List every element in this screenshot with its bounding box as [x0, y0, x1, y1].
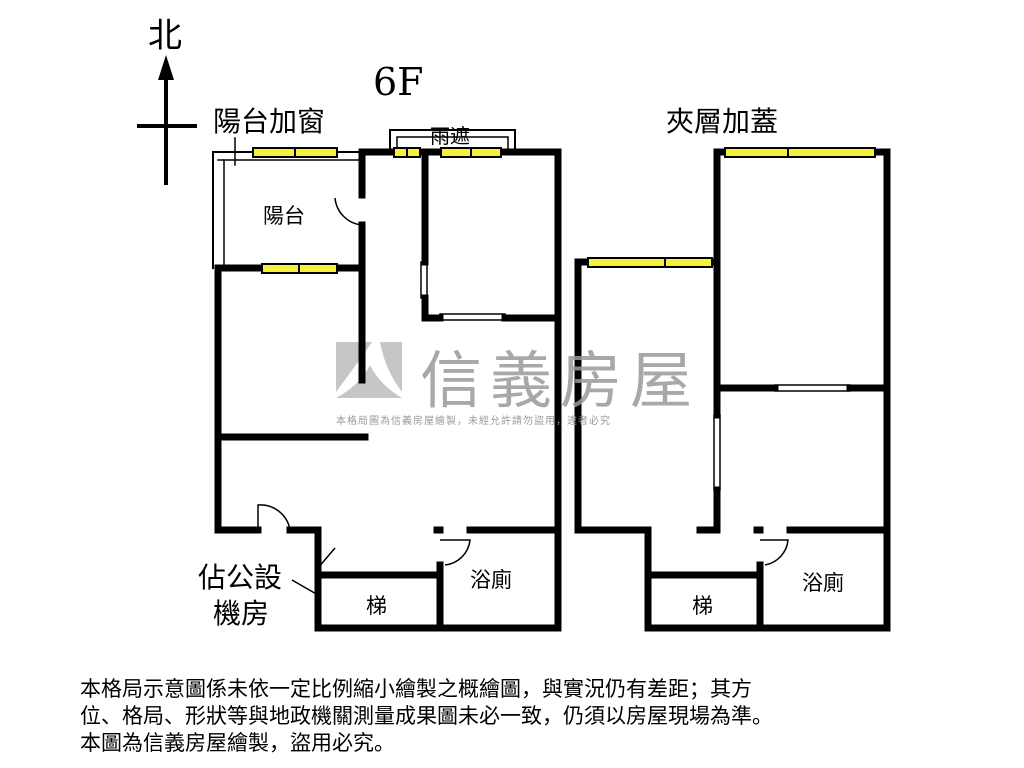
watermark-brand: 信義房屋 [420, 344, 701, 417]
disclaimer: 本格局示意圖係未依一定比例縮小繪製之概繪圖，與實況仍有差距；其方 位、格局、形狀… [80, 676, 773, 757]
windows [252, 147, 876, 274]
public-area-label: 佔公設 [198, 561, 283, 594]
floor-label-mezzanine: 夾層加蓋 [666, 105, 779, 138]
floor-label-6f: 6F [373, 60, 424, 104]
north-label: 北 [148, 16, 182, 56]
balcony-label: 陽台 [263, 204, 305, 228]
stairs-label-6f: 梯 [366, 594, 387, 618]
plan-mezzanine-doors [713, 384, 851, 566]
stairs-label-mezzanine: 梯 [692, 594, 713, 618]
bathroom-label-6f: 浴廁 [470, 568, 512, 592]
bathroom-label-mezzanine: 浴廁 [802, 571, 844, 595]
machine-room-label: 機房 [213, 597, 270, 630]
awning-label: 雨遮 [430, 124, 470, 148]
watermark-logo [336, 342, 402, 398]
plan-mezzanine-walls [574, 148, 891, 632]
compass-icon [137, 55, 197, 185]
balcony-window-label: 陽台加窗 [213, 105, 326, 138]
plan-6f-walls [212, 129, 562, 632]
watermark-notice: 本格局圖為信義房屋繪製，未經允許請勿盜用，違者必究 [336, 416, 611, 427]
disclaimer-line-1: 本格局示意圖係未依一定比例縮小繪製之概繪圖，與實況仍有差距；其方 [80, 677, 752, 701]
disclaimer-line-2: 位、格局、形狀等與地政機關測量成果圖未必一致，仍須以房屋現場為準。 [80, 704, 773, 728]
disclaimer-line-3: 本圖為信義房屋繪製，盜用必究。 [80, 731, 395, 755]
plan-6f-doors [257, 197, 506, 596]
